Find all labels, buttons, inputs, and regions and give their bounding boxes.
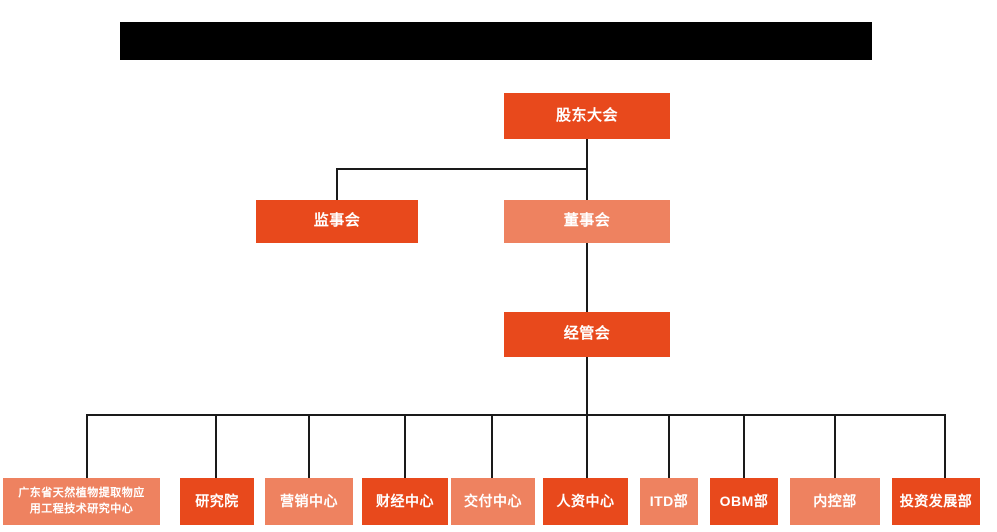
connector-drop-3 (308, 414, 310, 478)
node-department-finance-center[interactable]: 财经中心 (362, 478, 448, 525)
node-management-committee[interactable]: 经管会 (504, 312, 670, 357)
node-department-internal-control[interactable]: 内控部 (790, 478, 880, 525)
connector-drop-9 (834, 414, 836, 478)
node-shareholders-meeting[interactable]: 股东大会 (504, 93, 670, 139)
connector-drop-4 (404, 414, 406, 478)
node-department-itd[interactable]: ITD部 (640, 478, 698, 525)
node-department-delivery-center[interactable]: 交付中心 (451, 478, 535, 525)
department-label-line2: 用工程技术研究中心 (29, 502, 134, 515)
redacted-title-bar (120, 22, 872, 60)
node-department-marketing-center[interactable]: 营销中心 (265, 478, 353, 525)
connector-drop-7 (668, 414, 670, 478)
connector-drop-1 (86, 414, 88, 478)
department-label-line1: 广东省天然植物提取物应 (18, 486, 145, 499)
node-department-obm[interactable]: OBM部 (710, 478, 778, 525)
node-department-investment-development[interactable]: 投资发展部 (892, 478, 980, 525)
connector-department-bus (86, 414, 945, 416)
node-board-of-supervisors[interactable]: 监事会 (256, 200, 418, 243)
node-department-research-institute[interactable]: 研究院 (180, 478, 254, 525)
connector-directors-to-management (586, 243, 588, 312)
connector-level2-bus (336, 168, 588, 170)
connector-drop-6 (586, 414, 588, 478)
connector-drop-5 (491, 414, 493, 478)
node-department-hr-center[interactable]: 人资中心 (543, 478, 628, 525)
node-board-of-directors[interactable]: 董事会 (504, 200, 670, 243)
connector-drop-2 (215, 414, 217, 478)
connector-supervisors-down (336, 168, 338, 200)
node-department-research-center-guangdong[interactable]: 广东省天然植物提取物应 用工程技术研究中心 (3, 478, 160, 525)
connector-drop-8 (743, 414, 745, 478)
connector-drop-10 (944, 414, 946, 478)
connector-management-down (586, 357, 588, 415)
